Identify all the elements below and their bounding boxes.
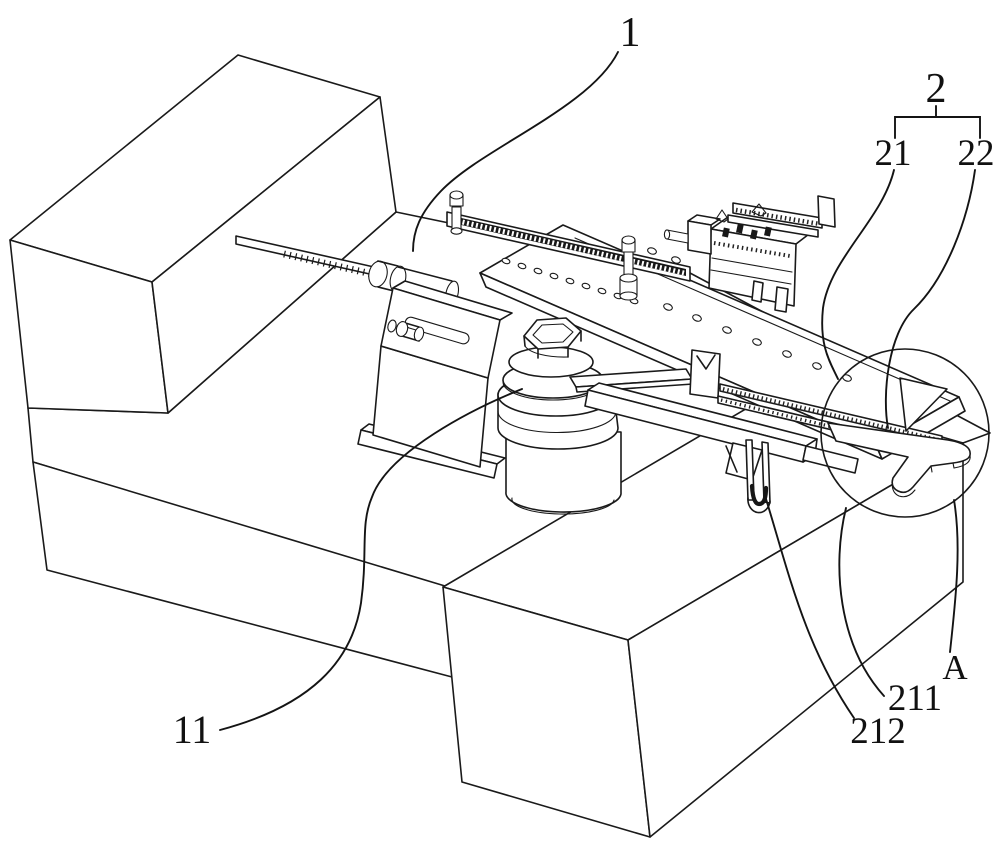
rail-end-cap bbox=[817, 195, 836, 228]
labels: 1 2 21 22 11 211 212 A bbox=[173, 10, 995, 752]
arm-rail-teeth bbox=[722, 387, 940, 442]
detail-circle-a bbox=[820, 348, 990, 518]
leader-lines bbox=[219, 51, 981, 731]
leader-line-211 bbox=[838, 507, 885, 697]
rail-teeth bbox=[735, 207, 821, 227]
hex-nut bbox=[523, 317, 582, 359]
label-22: 22 bbox=[958, 133, 995, 174]
leader-line-21 bbox=[821, 169, 895, 380]
label-1: 1 bbox=[620, 10, 641, 56]
clamp-block bbox=[357, 280, 513, 479]
label-11: 11 bbox=[173, 707, 212, 752]
shoulder-bolt-left bbox=[449, 190, 464, 235]
clamp-knob bbox=[395, 321, 409, 337]
carriage-left-block bbox=[687, 220, 712, 255]
gear-rack-teeth bbox=[457, 218, 685, 276]
label-21: 21 bbox=[875, 133, 912, 174]
leader-line-11 bbox=[219, 388, 523, 731]
clamp-fingers bbox=[710, 203, 793, 285]
adjust-slot bbox=[404, 316, 470, 345]
label-A: A bbox=[942, 648, 968, 687]
leader-line-1 bbox=[412, 51, 619, 252]
leader-line-212 bbox=[765, 498, 855, 719]
leader-line-A bbox=[949, 499, 959, 653]
label-2: 2 bbox=[926, 66, 947, 112]
hanger-rod bbox=[745, 439, 771, 514]
leader-line-22 bbox=[884, 169, 976, 429]
carriage-leg bbox=[774, 286, 789, 313]
clevis-roller bbox=[749, 483, 769, 507]
slide-carriage bbox=[663, 195, 836, 313]
label-211: 211 bbox=[888, 678, 942, 719]
shoulder-bolt-right bbox=[619, 235, 638, 301]
arm-end-bracket bbox=[802, 445, 859, 474]
mounting-holes bbox=[501, 247, 852, 382]
gusset-plate bbox=[899, 377, 948, 432]
carriage-leg-2 bbox=[751, 280, 764, 303]
rear-block bbox=[9, 54, 397, 414]
die-washer bbox=[508, 346, 594, 378]
ref-bracket-2 bbox=[894, 105, 981, 139]
rod-cylinder bbox=[397, 266, 453, 282]
arm-post bbox=[689, 349, 721, 399]
die-cylinder bbox=[505, 429, 622, 513]
carriage-rod bbox=[666, 229, 689, 244]
clamp-plate-hook bbox=[827, 422, 971, 498]
label-212: 212 bbox=[850, 711, 906, 752]
